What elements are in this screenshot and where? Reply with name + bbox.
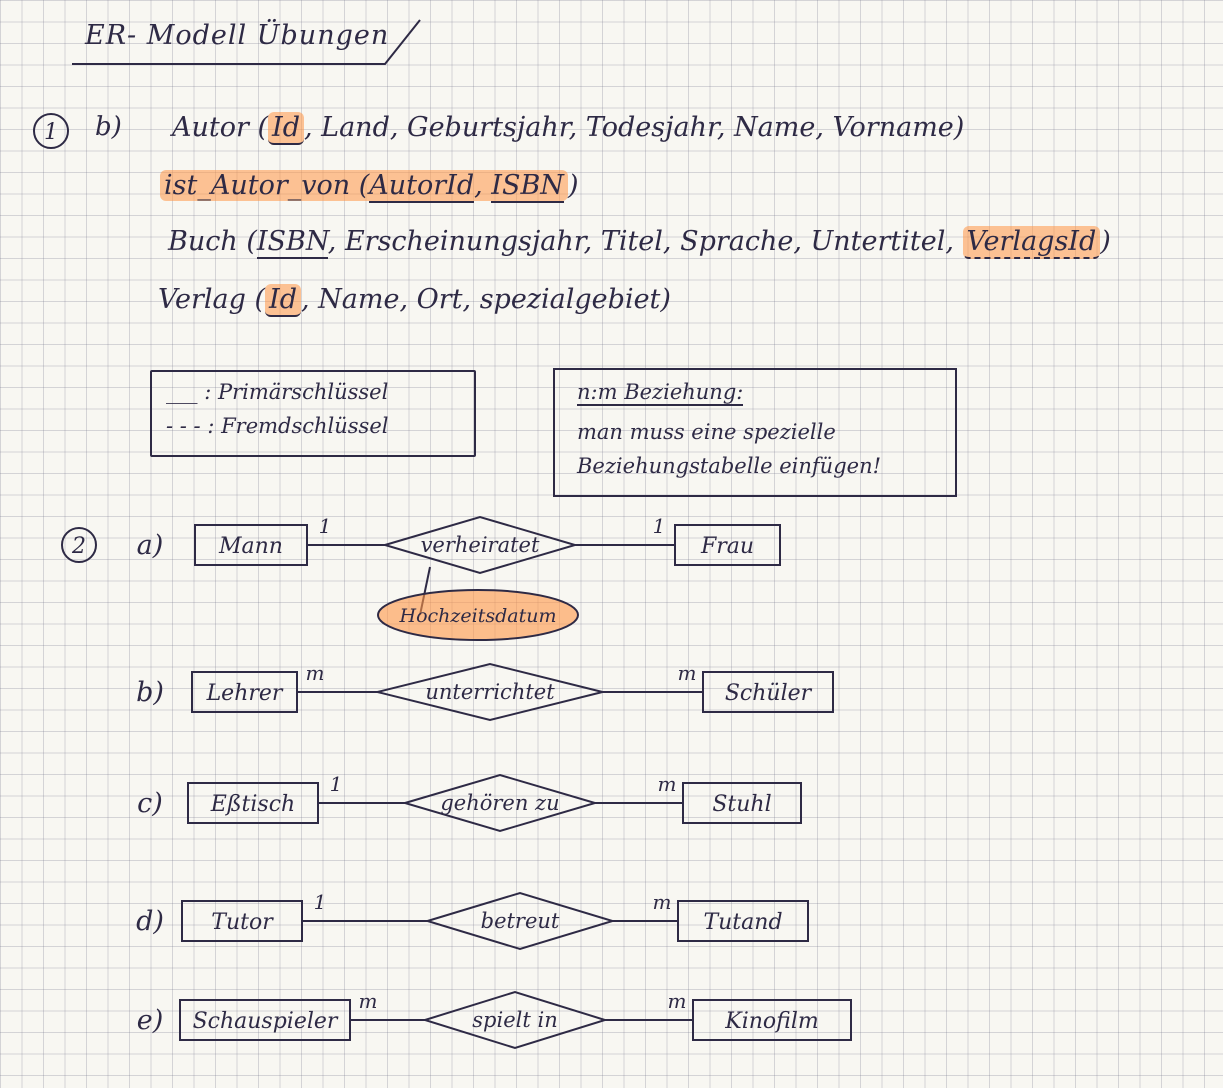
foreign-key-autor-id: AutorId (369, 170, 475, 203)
relation-buch: Buch (ISBN, Erscheinungsjahr, Titel, Spr… (168, 226, 1111, 259)
entity-label: Mann (218, 534, 283, 559)
cardinality-right: m (678, 661, 697, 685)
cardinality-left: 1 (314, 890, 327, 914)
entity-label: Tutor (211, 910, 274, 935)
relation-ist-autor-von: ist_Autor_von (AutorId, ISBN) (160, 170, 579, 203)
entity-label: Frau (700, 534, 754, 559)
cardinality-left: m (359, 989, 378, 1013)
cardinality-right: m (653, 890, 672, 914)
relation-name: Autor (172, 112, 249, 143)
foreign-key-isbn: ISBN (491, 170, 564, 203)
relation-name: Verlag (158, 284, 246, 315)
key-legend-box: ___ : Primärschlüssel - - - : Fremdschlü… (150, 370, 476, 457)
entity-label: Stuhl (712, 792, 771, 817)
primary-key: Id (265, 284, 301, 317)
exercise-2-letter: d) (136, 906, 164, 937)
relation-verlag: Verlag (Id, Name, Ort, spezialgebiet) (158, 284, 671, 317)
paren-open: ( (350, 170, 370, 201)
relationship-label: betreut (481, 909, 560, 933)
entity-label: Schauspieler (193, 1009, 339, 1034)
attribute-list: , Land, Geburtsjahr, Todesjahr, Name, Vo… (303, 112, 965, 143)
relationship-label: verheiratet (421, 533, 540, 557)
entity-label: Schüler (725, 681, 813, 706)
primary-key-label: : Primärschlüssel (204, 380, 389, 404)
attribute-list: , Name, Ort, spezialgebiet) (301, 284, 671, 315)
relationship-label: gehören zu (440, 791, 559, 815)
relation-name-highlighted: ist_Autor_von (AutorId, ISBN (160, 170, 568, 203)
relationship-label: spielt in (472, 1008, 557, 1032)
cardinality-left: m (306, 661, 325, 685)
attribute-list: , Erscheinungsjahr, Titel, Sprache, Unte… (327, 226, 963, 257)
entity-label: Lehrer (206, 681, 284, 706)
note-heading: n:m Beziehung: (577, 380, 744, 406)
foreign-key-symbol: - - - (166, 414, 201, 438)
exercise-2-letter: a) (137, 530, 164, 561)
attribute-ellipse (377, 589, 579, 641)
exercise-1-letter: b) (95, 112, 122, 142)
relationship-label: unterrichtet (425, 680, 555, 704)
title-underline (72, 19, 421, 65)
exercise-2-letter: c) (137, 788, 163, 819)
cardinality-left: 1 (319, 514, 332, 538)
primary-key: Id (268, 112, 304, 145)
exercise-2-number: 2 (71, 534, 86, 559)
entity-label: Tutand (703, 910, 782, 935)
cardinality-left: 1 (330, 772, 343, 796)
exercise-1-number: 1 (44, 120, 58, 145)
relation-autor: Autor (Id, Land, Geburtsjahr, Todesjahr,… (172, 112, 965, 145)
exercise-2-letter: e) (137, 1005, 164, 1036)
legend-primary-row: ___ : Primärschlüssel (166, 380, 388, 404)
note-line-2: Beziehungstabelle einfügen! (577, 454, 882, 478)
paren-open: ( (248, 112, 269, 143)
note-line-1: man muss eine spezielle (577, 420, 836, 444)
foreign-key-label: : Fremdschlüssel (207, 414, 389, 438)
exercise-2-letter: b) (136, 677, 164, 708)
separator: , (474, 170, 492, 201)
cardinality-right: 1 (653, 514, 666, 538)
nm-relationship-note: n:m Beziehung: man muss eine spezielle B… (553, 368, 957, 497)
foreign-key-verlags-id: VerlagsId (962, 226, 1101, 259)
attribute-label: Hochzeitsdatum (399, 605, 557, 627)
entity-label: Eßtisch (210, 792, 295, 817)
primary-key-symbol: ___ (166, 380, 198, 404)
exercise-1-circle: 1 (33, 113, 69, 149)
exercise-2-circle: 2 (61, 527, 97, 563)
cardinality-right: m (658, 772, 677, 796)
primary-key: ISBN (256, 226, 328, 259)
entity-label: Kinofilm (724, 1009, 818, 1034)
page-title: ER- Modell Übungen (85, 20, 390, 51)
paren-close: ) (1100, 226, 1111, 257)
relation-name: Buch (168, 226, 238, 257)
paren-open: ( (245, 284, 266, 315)
cardinality-right: m (668, 989, 687, 1013)
legend-foreign-row: - - - : Fremdschlüssel (166, 414, 388, 438)
paren-close: ) (567, 170, 579, 201)
paren-open: ( (237, 226, 257, 257)
relation-name: ist_Autor_von (164, 170, 351, 201)
